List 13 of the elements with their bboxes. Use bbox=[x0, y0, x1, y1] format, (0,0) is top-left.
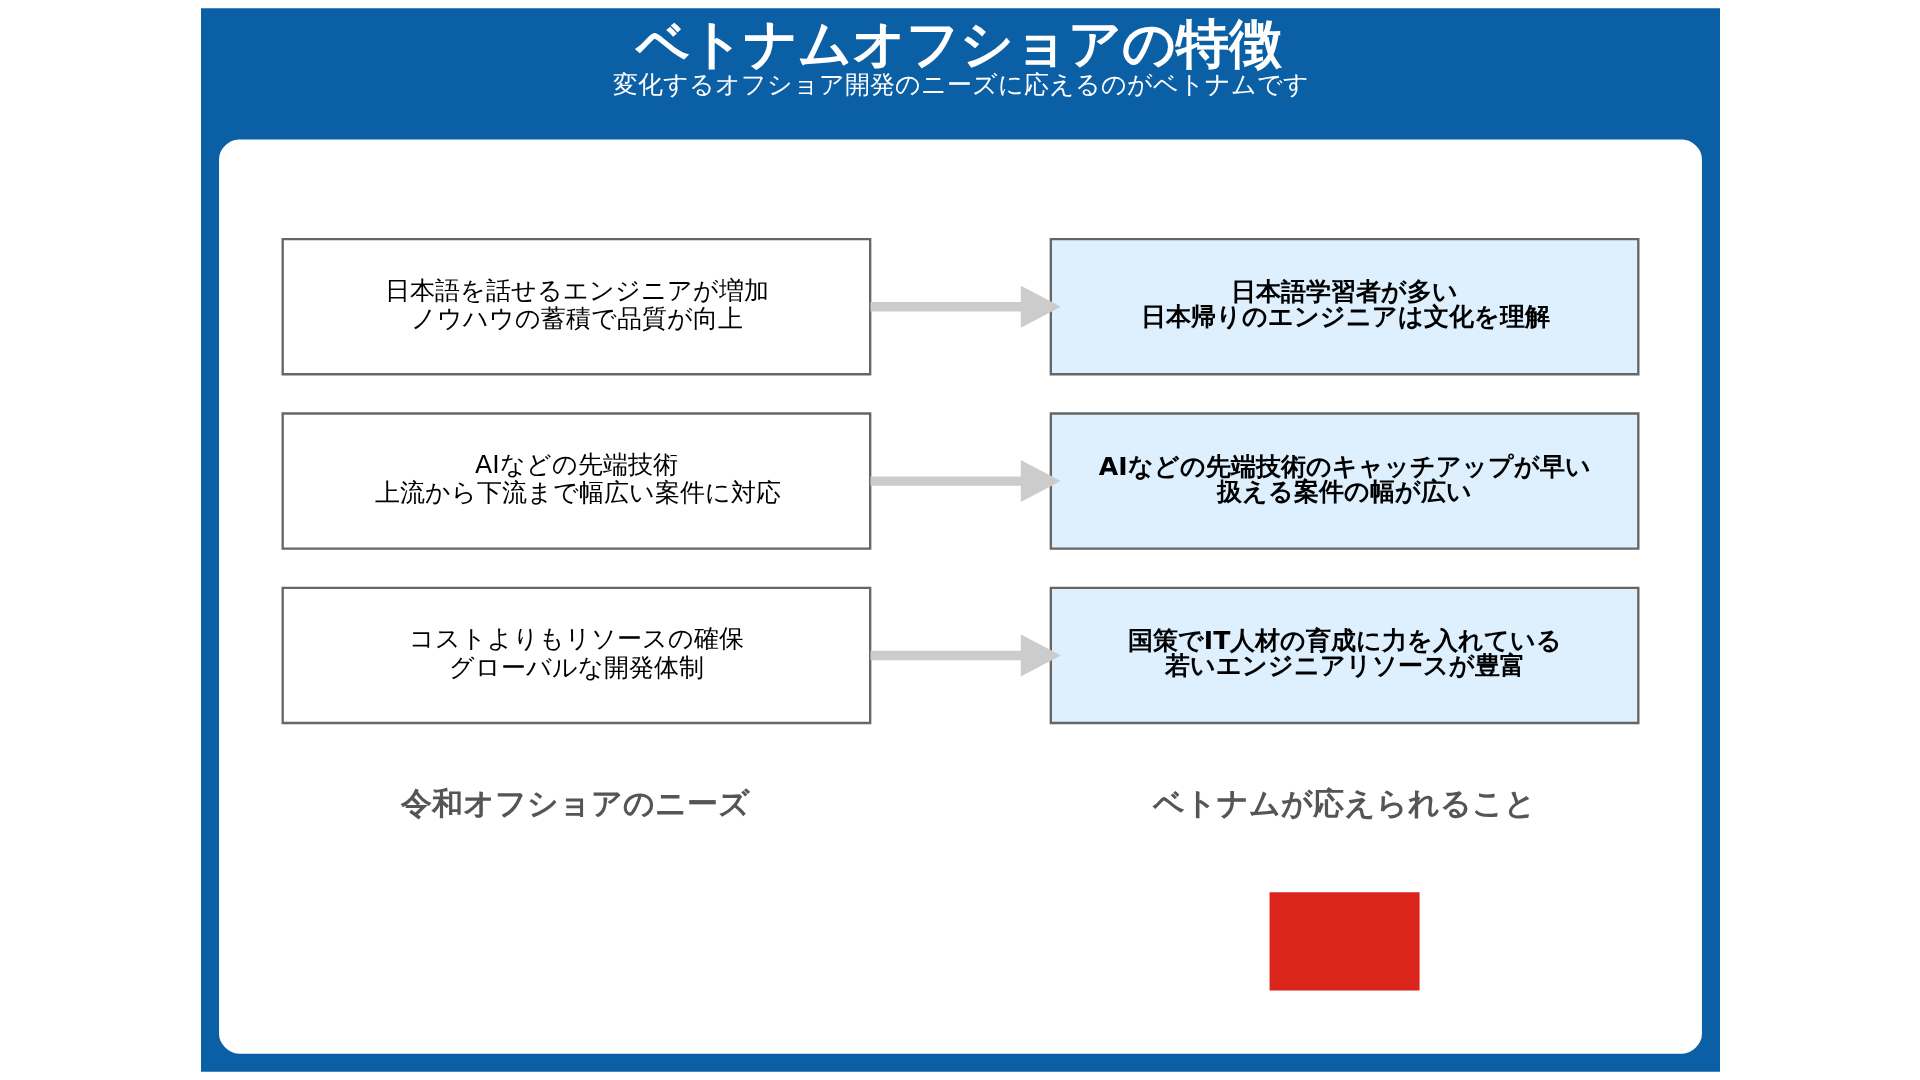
arrow bbox=[870, 460, 1061, 503]
node-box: コストよりもリソースの確保 グローバルな開発体制 bbox=[281, 586, 871, 725]
arrow bbox=[870, 285, 1061, 328]
cluster bbox=[218, 139, 1702, 1054]
node-box: 日本語学習者が多い 日本帰りのエンジニアは文化を理解 bbox=[1049, 238, 1639, 376]
arrow bbox=[870, 634, 1061, 677]
label: ベトナムが応えられること bbox=[1152, 785, 1536, 822]
node-box: 国策でIT人材の育成に力を入れている 若いエンジニアリソースが豊富 bbox=[1049, 586, 1639, 725]
node-box: AIなどの先端技術 上流から下流まで幅広い案件に対応 bbox=[281, 412, 871, 550]
node-box: AIなどの先端技術のキャッチアップが早い 扱える案件の幅が広い bbox=[1049, 412, 1639, 550]
label: 令和オフショアのニーズ bbox=[400, 785, 750, 822]
node-flag bbox=[1269, 892, 1420, 991]
node-box: 日本語を話せるエンジニアが増加 ノウハウの蓄積で品質が向上 bbox=[281, 238, 871, 376]
